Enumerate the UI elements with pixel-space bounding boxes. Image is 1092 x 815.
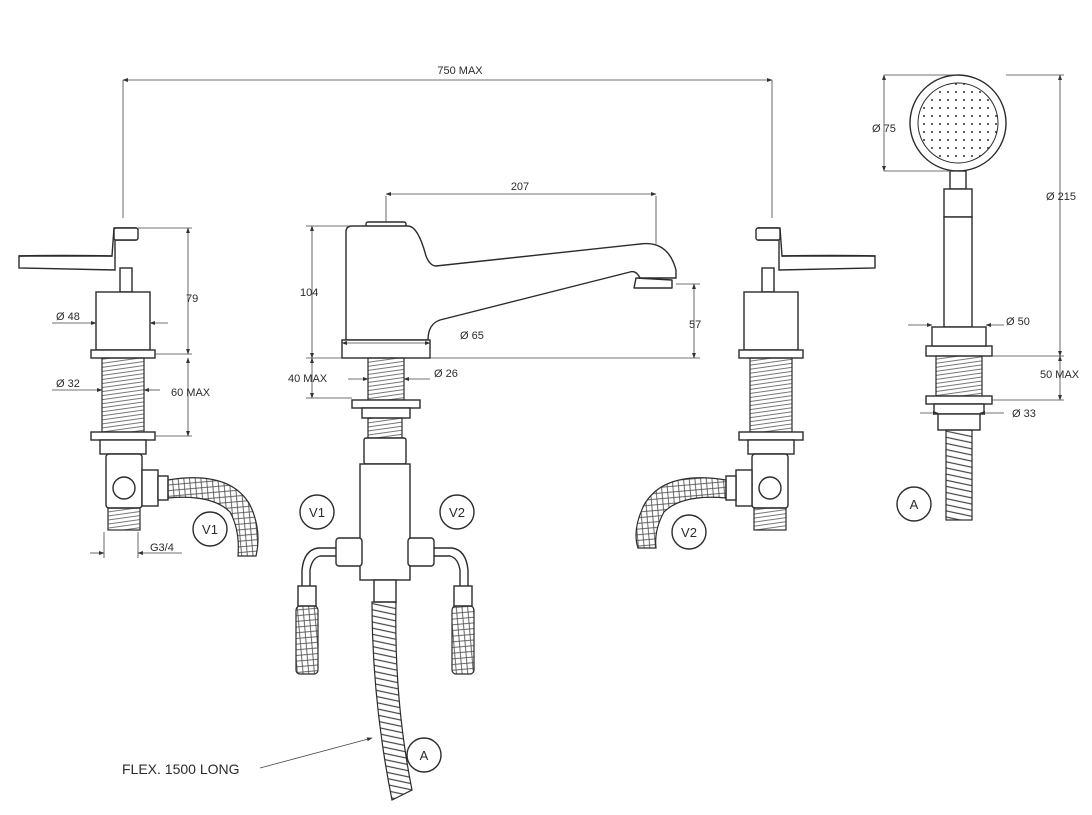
hand-shower: [909, 74, 1007, 521]
hose-connection-label: A: [420, 748, 429, 763]
left-braided-hose: [167, 477, 259, 557]
spout-inlet-hose-left: [295, 605, 319, 675]
spout: [295, 221, 677, 801]
spout-height-label: 104: [300, 287, 318, 299]
left-valve-tag-label: V1: [202, 522, 218, 537]
shower-head-dia-label: Ø 75: [872, 123, 896, 135]
handshower-connection-tag: A: [896, 486, 932, 522]
spout-clearance-label: 57: [689, 319, 701, 331]
left-valve-shank: [101, 357, 145, 433]
spout-inlet-hose-right: [451, 605, 475, 675]
valve-deck-label: 60 MAX: [171, 387, 211, 399]
hand-shower-dims: Ø 75 Ø 215 Ø 50 50 MAX Ø 33: [872, 74, 1080, 420]
spout-body: [345, 225, 677, 341]
handshower-connection-label: A: [910, 497, 919, 512]
left-valve-tag: V1: [192, 511, 228, 547]
dim-overall-width: 750 MAX: [122, 65, 773, 218]
spout-inlet-tag-left: V1: [299, 494, 335, 530]
valve-shank-dia-label: Ø 32: [56, 378, 80, 390]
flex-note-label: FLEX. 1500 LONG: [122, 761, 240, 777]
shower-length-label: Ø 215: [1046, 191, 1076, 203]
left-valve-body: [95, 291, 151, 351]
spout-inlet-tag-right: V2: [439, 494, 475, 530]
shower-shank-dia-label: Ø 33: [1012, 408, 1036, 420]
right-valve: [635, 227, 876, 549]
flex-hose: [371, 601, 413, 801]
spout-mixer-block: [359, 463, 411, 581]
spout-shank-dia-label: Ø 26: [434, 368, 458, 380]
shower-deck-label: 50 MAX: [1040, 369, 1080, 381]
right-valve-tag-label: V2: [681, 525, 697, 540]
spout-reach-label: 207: [511, 181, 529, 193]
spout-inlet-left-label: V1: [309, 505, 325, 520]
right-braided-hose: [635, 477, 727, 549]
right-valve-body: [743, 291, 799, 351]
shower-hose: [945, 429, 973, 521]
shower-handle: [943, 216, 973, 328]
right-valve-tag: V2: [671, 514, 707, 550]
spout-deck-label: 40 MAX: [288, 373, 328, 385]
spout-inlet-right-label: V2: [449, 505, 465, 520]
valve-body-dia-label: Ø 48: [56, 311, 80, 323]
spout-aerator: [633, 277, 673, 289]
left-valve-dims: 79 60 MAX Ø 48 Ø 32 G3/4: [52, 227, 211, 558]
shower-base-dia-label: Ø 50: [1006, 316, 1030, 328]
hose-connection-tag: A: [406, 737, 442, 773]
right-valve-shank: [749, 357, 793, 433]
flex-note: FLEX. 1500 LONG: [122, 737, 373, 777]
shower-shank: [935, 355, 983, 397]
spout-base-dia-label: Ø 65: [460, 330, 484, 342]
valve-height-label: 79: [186, 293, 198, 305]
overall-width-label: 750 MAX: [437, 65, 483, 77]
left-valve: [18, 227, 259, 557]
spout-dims: 207 104 57 Ø 65 40 MAX Ø 26: [288, 181, 701, 399]
valve-thread-label: G3/4: [150, 542, 174, 554]
